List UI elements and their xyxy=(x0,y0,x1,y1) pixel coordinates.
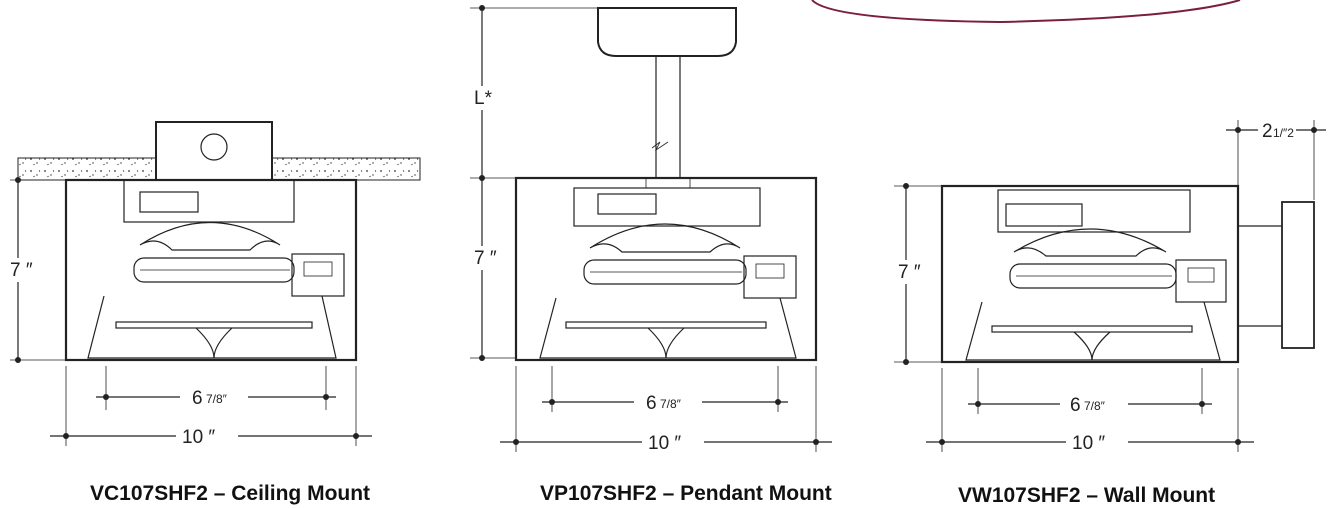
ceiling-width-dimension: 10 ″ xyxy=(50,366,372,448)
banner-arc xyxy=(811,0,1241,24)
wall-mount-caption: VW107SHF2 – Wall Mount xyxy=(958,484,1215,507)
pendant-mount-caption: VP107SHF2 – Pendant Mount xyxy=(540,482,832,505)
pendant-width-dimension: 10 ″ xyxy=(500,366,832,454)
housing xyxy=(514,176,818,362)
stem-length-label: L* xyxy=(474,88,493,109)
ceiling-aperture-dimension: 6 7/8″ xyxy=(96,366,336,410)
height-label: 7 ″ xyxy=(474,248,497,269)
width-label: 10 ″ xyxy=(648,433,681,454)
aperture-frac-label: 7/8″ xyxy=(1084,399,1106,413)
pendant-height-dimension: 7 ″ xyxy=(470,178,516,361)
housing xyxy=(940,184,1240,364)
width-label: 10 ″ xyxy=(182,427,215,448)
ceiling-mount-fixture xyxy=(17,121,421,362)
canopy xyxy=(597,7,737,57)
aperture-frac-label: 7/8″ xyxy=(660,397,682,411)
wall-offset-frac-label: 1/″2 xyxy=(1273,126,1294,140)
wall-offset-dimension: 2 1/″2 xyxy=(1226,118,1326,200)
pendant-length-dimension: L* xyxy=(470,5,598,181)
wall-plate xyxy=(1281,201,1315,349)
aperture-whole-label: 6 xyxy=(646,393,657,414)
aperture-whole-label: 6 xyxy=(1070,395,1081,416)
pendant-aperture-dimension: 6 7/8″ xyxy=(542,366,788,414)
pendant-mount-fixture xyxy=(514,7,818,362)
width-label: 10 ″ xyxy=(1072,433,1105,454)
height-label: 7 ″ xyxy=(10,260,33,281)
wall-offset-whole-label: 2 xyxy=(1262,121,1273,142)
wall-height-dimension: 7 ″ xyxy=(894,183,942,365)
wall-aperture-dimension: 6 7/8″ xyxy=(968,368,1212,416)
wall-mount-fixture xyxy=(940,184,1315,364)
height-label: 7 ″ xyxy=(898,262,921,283)
ceiling-height-dimension: 7 ″ xyxy=(8,177,66,363)
ceiling-mount-caption: VC107SHF2 – Ceiling Mount xyxy=(90,482,370,505)
aperture-frac-label: 7/8″ xyxy=(206,392,228,406)
junction-box xyxy=(155,121,273,181)
aperture-whole-label: 6 xyxy=(192,388,203,409)
wall-width-dimension: 10 ″ xyxy=(926,368,1254,454)
